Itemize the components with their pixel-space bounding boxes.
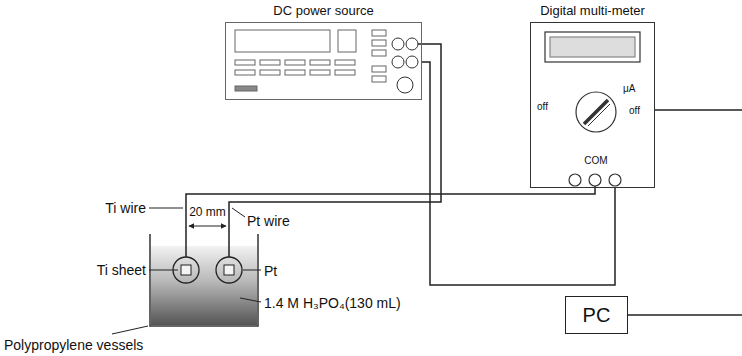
dial-pointer [588,104,610,126]
data-cable [628,314,742,316]
dimension-arrow [189,226,226,227]
button [235,60,255,65]
part-label: 20 mm [189,206,226,220]
button [235,70,255,75]
knob [397,77,413,93]
pt-wire [229,44,441,257]
jack [569,174,581,186]
button [372,40,386,46]
data-cable [655,109,742,111]
leader-line [112,326,148,334]
display-screen [550,37,635,57]
ti-wire [186,186,595,257]
jack [609,174,621,186]
button [335,70,355,75]
display [338,30,356,52]
terminal [406,56,418,68]
jack [589,174,601,186]
terminal [392,38,404,50]
part-label: Pt [264,263,277,279]
button [310,70,330,75]
part-label: Polypropylene vessels [4,337,143,353]
button [285,60,305,65]
power-source-panel [235,30,418,93]
connecting-wire [422,62,615,285]
electrolyte [151,246,257,325]
ti-sheet [181,265,191,275]
button [335,60,355,65]
power-source-box: DC power source [225,22,422,100]
button [285,70,305,75]
terminal [406,38,418,50]
button [235,86,257,91]
device-label: DC power source [273,4,373,19]
box-label: PC [583,304,611,327]
button [372,66,386,72]
multimeter-box: Digital multi-meteroffμAoffCOM [530,22,655,188]
leader-line [149,208,183,209]
pt-electrode-ring [216,257,242,283]
multimeter-panel [545,32,640,186]
button [260,70,280,75]
part-label: Ti sheet [97,262,146,278]
leader-line [240,298,261,302]
display [545,32,640,62]
display [235,30,330,52]
wires [186,44,742,315]
button [310,60,330,65]
polypropylene-vessel [150,234,258,326]
dial-label: off [537,101,548,113]
leader-line [149,270,178,271]
terminal [392,56,404,68]
dial-pointer [584,100,608,124]
button [372,30,386,36]
computer-box: PC [565,296,628,334]
pt-sheet [224,265,234,275]
leader-line [243,270,261,271]
dial-label: μA [623,83,635,95]
button [372,76,386,82]
part-label: 1.4 M H₃PO₄(130 mL) [264,295,401,311]
part-label: Ti wire [105,200,146,216]
device-label: Digital multi-meter [540,4,645,19]
part-label: Pt wire [247,213,290,229]
jack-label: COM [584,155,607,167]
leader-line [232,208,245,217]
dial [576,92,616,132]
dial-label: off [629,105,640,117]
button [372,50,386,56]
button [260,60,280,65]
